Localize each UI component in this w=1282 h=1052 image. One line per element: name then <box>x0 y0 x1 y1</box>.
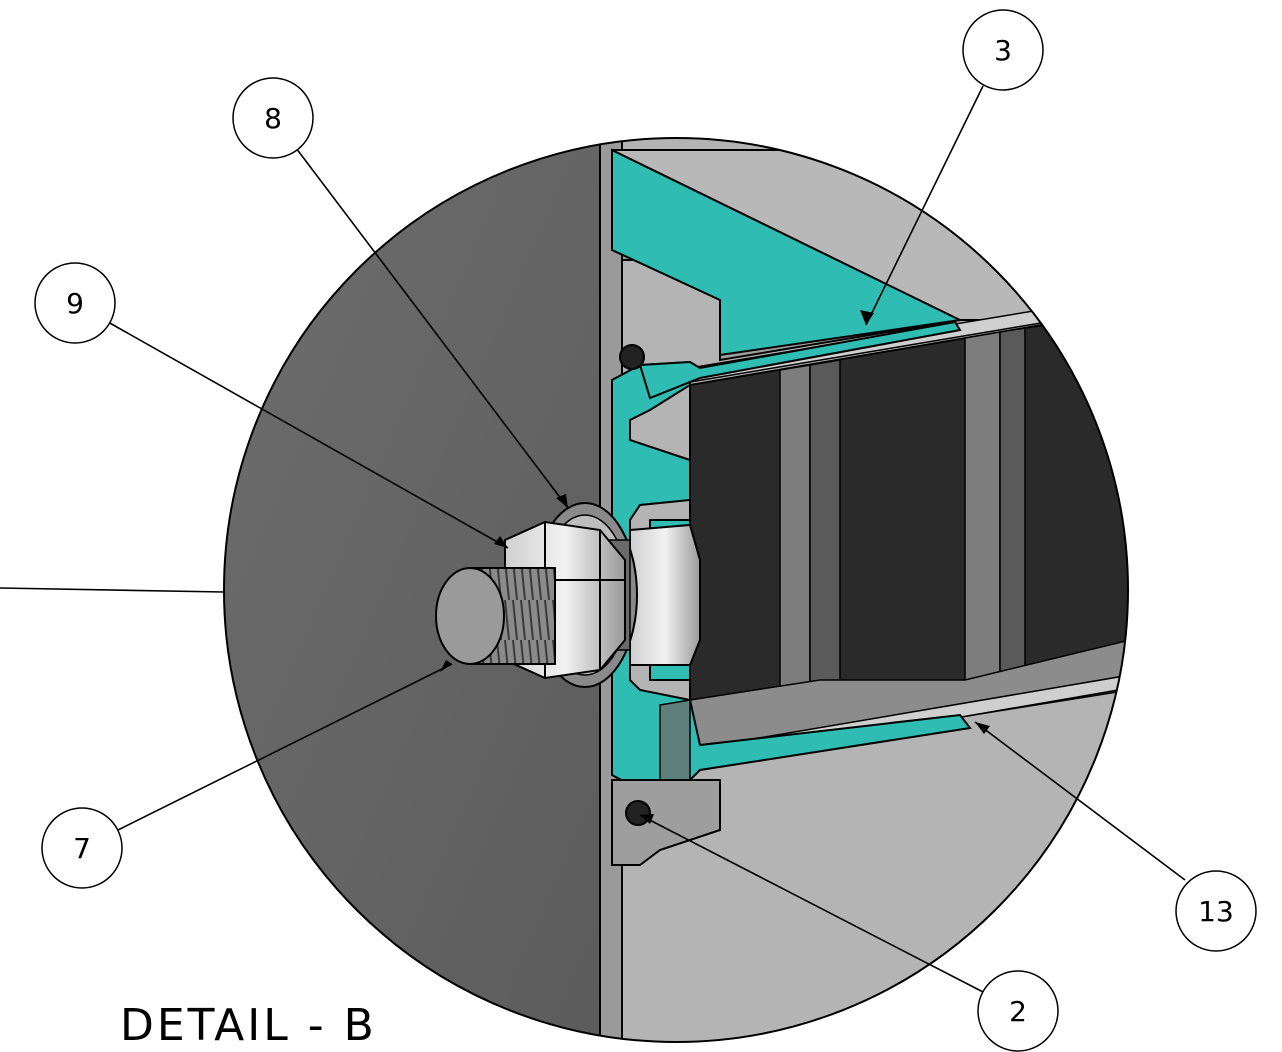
balloon-3: 3 <box>962 9 1044 91</box>
lower-seal <box>625 800 651 826</box>
leader-3 <box>865 85 984 326</box>
rib-1-side <box>809 359 841 706</box>
leader-9 <box>107 321 509 549</box>
detail-reference-line <box>0 587 225 593</box>
upper-seal <box>619 344 645 370</box>
balloon-8-label: 8 <box>264 102 282 135</box>
balloon-8: 8 <box>232 77 314 159</box>
rib-2-side <box>999 327 1026 691</box>
balloon-7: 7 <box>41 807 123 889</box>
rib-2 <box>964 331 1001 695</box>
rib-1 <box>779 364 811 711</box>
balloon-13: 13 <box>1175 870 1257 952</box>
leader-2 <box>639 814 986 994</box>
leader-13 <box>974 721 1186 881</box>
balloon-13-label: 13 <box>1198 895 1234 928</box>
stud-end <box>435 567 505 665</box>
balloon-7-label: 7 <box>73 832 91 865</box>
leader-8 <box>295 147 569 509</box>
inner-nut <box>629 523 701 666</box>
balloon-3-label: 3 <box>994 34 1012 67</box>
detail-view <box>224 138 1128 1042</box>
balloon-9: 9 <box>34 262 116 344</box>
balloon-2-label: 2 <box>1009 995 1027 1028</box>
detail-circle <box>223 137 1129 1043</box>
balloon-9-label: 9 <box>66 287 84 320</box>
detail-title: DETAIL - B <box>120 1000 377 1051</box>
leader-7 <box>117 663 453 831</box>
balloon-2: 2 <box>977 970 1059 1052</box>
